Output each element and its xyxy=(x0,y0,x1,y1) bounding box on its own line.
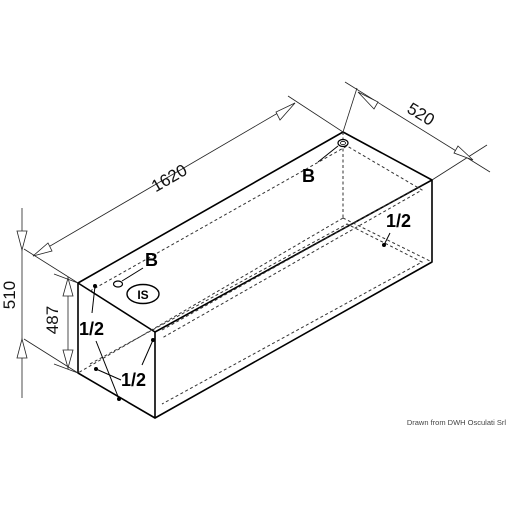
baffle-mid xyxy=(161,184,423,331)
hidden-edge-bottom-left xyxy=(77,217,344,374)
label-b-top: B xyxy=(302,166,315,186)
arrow-height-outer-bottom xyxy=(16,337,28,359)
dim-height-outer-label: 510 xyxy=(0,281,19,309)
top-fitting-b xyxy=(317,138,349,163)
label-b-front: B xyxy=(145,250,158,270)
arrow-length-end xyxy=(275,102,296,121)
dimension-lines xyxy=(16,81,491,398)
tank-top-face xyxy=(77,131,433,333)
hidden-edge-bottom-right xyxy=(342,217,433,263)
front-fitting-b xyxy=(112,267,144,288)
label-half-front-left: 1/2 xyxy=(79,319,104,339)
tank-front-edges xyxy=(77,283,156,419)
label-half-front-right: 1/2 xyxy=(121,370,146,390)
is-badge: IS xyxy=(126,283,160,305)
label-half-back: 1/2 xyxy=(386,211,411,231)
dim-line-length xyxy=(32,102,296,257)
dim-length-label: 1620 xyxy=(148,161,190,196)
arrow-width-start xyxy=(357,91,379,110)
arrow-height-inner-bottom xyxy=(62,349,74,370)
arrow-height-inner-top xyxy=(62,276,74,297)
baffle-top xyxy=(89,145,423,339)
credit-text: Drawn from DWH Osculati Srl xyxy=(407,418,507,427)
dim-height-inner-label: 487 xyxy=(43,306,62,334)
dim-width-label: 520 xyxy=(404,99,438,130)
arrow-width-end xyxy=(453,145,474,161)
extension-lines xyxy=(23,87,488,374)
baffle-lower xyxy=(89,223,424,405)
is-badge-text: IS xyxy=(137,288,148,302)
arrow-length-start xyxy=(32,242,53,257)
arrow-height-outer-top xyxy=(16,230,28,252)
